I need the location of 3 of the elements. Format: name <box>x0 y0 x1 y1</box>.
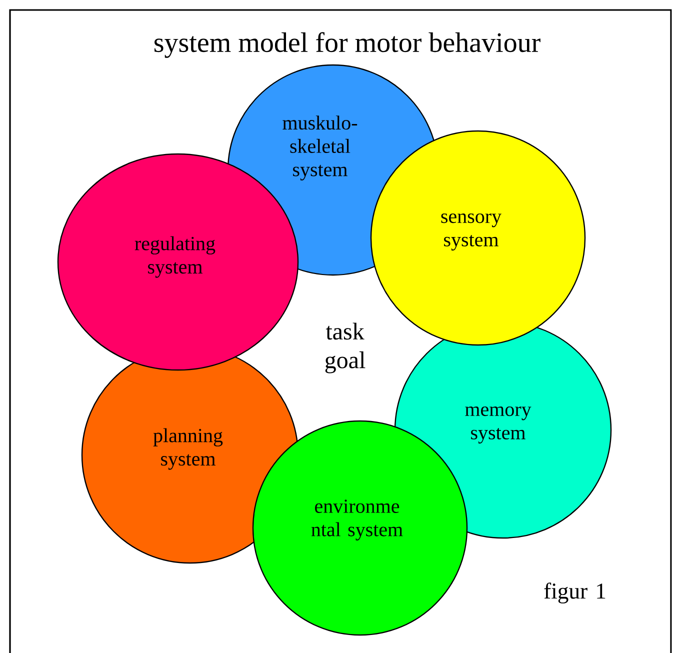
title: system model for motor behaviour <box>154 32 540 58</box>
label: figur 1 <box>544 582 606 604</box>
label: task goal <box>325 322 366 374</box>
